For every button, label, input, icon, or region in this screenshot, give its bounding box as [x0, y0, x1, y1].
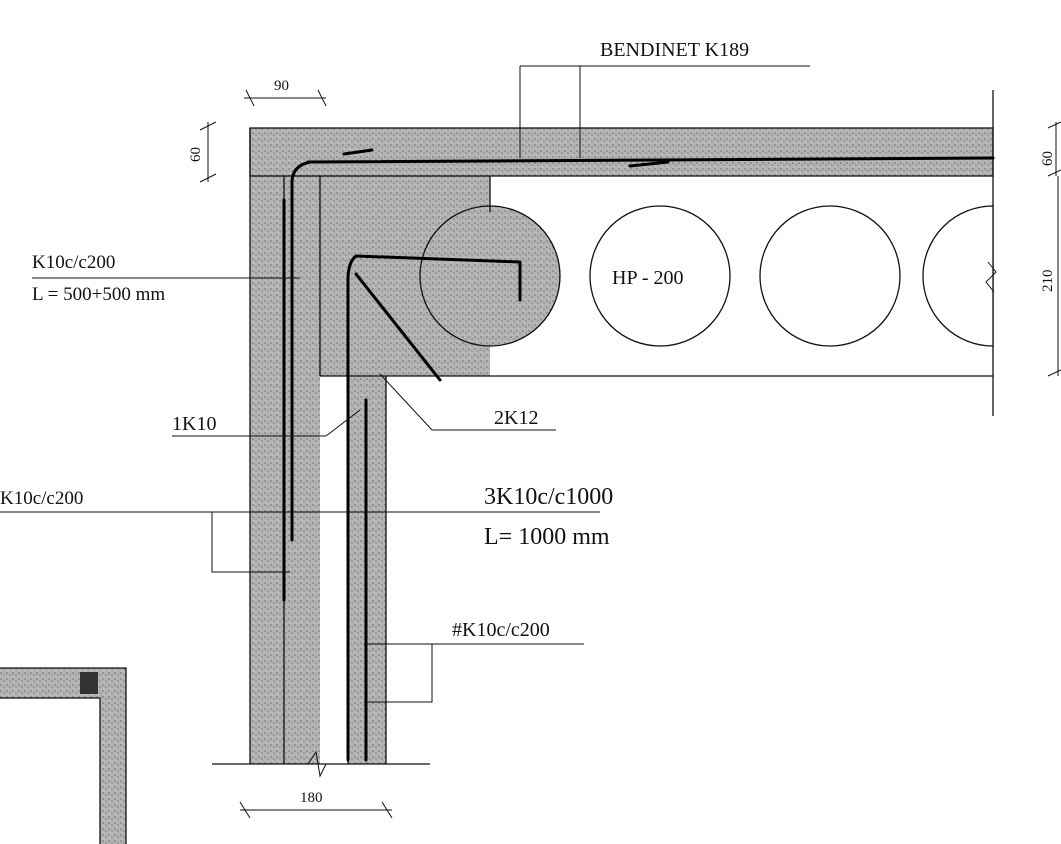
adjacent-connector: [80, 672, 98, 694]
hollow-core-slab: [419, 205, 997, 347]
core-void-3: [922, 205, 994, 347]
label-3k10-2: L= 1000 mm: [484, 524, 610, 550]
label-2k12: 2K12: [494, 407, 538, 429]
dim-top-thickness: 60: [188, 147, 204, 162]
label-k10-left-cut: K10c/c200: [0, 488, 83, 509]
bar-top-longitudinal: [306, 156, 995, 164]
dim-right-height: 210: [1040, 270, 1056, 293]
dim-right-top: 60: [1040, 151, 1056, 166]
infill-column: [320, 176, 382, 376]
core-void-1: [589, 205, 731, 347]
label-1k10: 1K10: [172, 413, 216, 435]
bar-k10-upper: [290, 160, 312, 542]
label-k10-upper-2: L = 500+500 mm: [32, 284, 165, 305]
label-hp-slab: HP - 200: [612, 267, 683, 289]
wall-core: [284, 176, 320, 764]
outer-wall-leaf: [250, 128, 284, 764]
adjacent-detail: [0, 667, 127, 844]
bar-2k12-diag: [354, 272, 442, 382]
label-k10-upper-1: K10c/c200: [32, 252, 115, 273]
dim-top-width: 90: [274, 78, 289, 94]
reinforcement: [282, 148, 995, 762]
label-hash-k10: #K10c/c200: [452, 619, 550, 641]
label-bendinet: BENDINET K189: [600, 39, 749, 61]
leaders: [0, 65, 810, 703]
bar-2k12-hook: [346, 254, 522, 762]
filled-core: [420, 206, 560, 346]
label-3k10-1: 3K10c/c1000: [484, 484, 613, 510]
top-slab-band: [250, 128, 993, 176]
dim-bottom-width: 180: [300, 790, 323, 806]
bar-top-ends: [342, 148, 670, 168]
core-void-2: [759, 205, 901, 347]
dimensions: [199, 89, 1061, 819]
